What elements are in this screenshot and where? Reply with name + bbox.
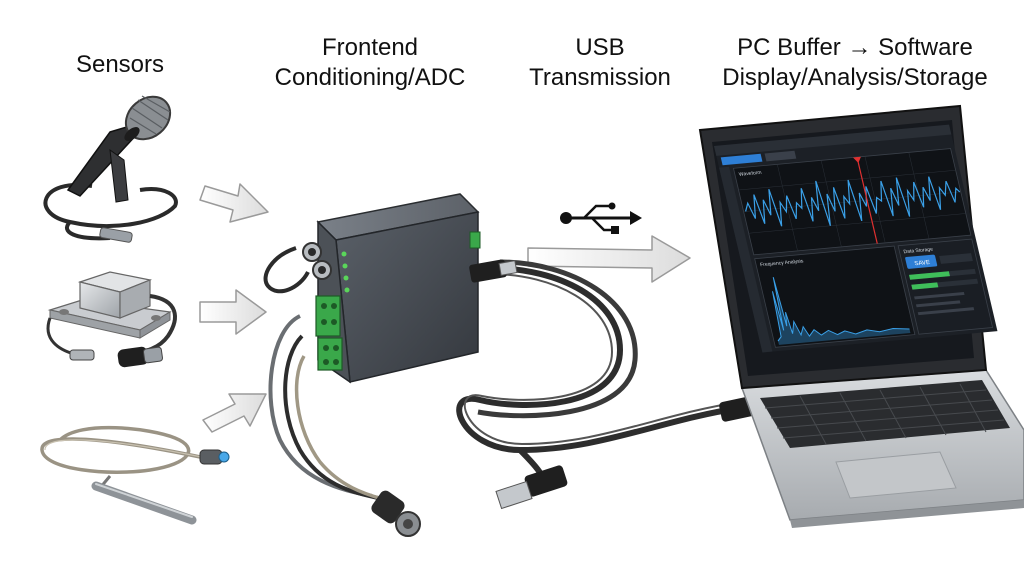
temperature-probe-icon bbox=[40, 425, 230, 525]
sensor-arrow-bottom bbox=[202, 393, 267, 433]
heading-pc-line1: PC Buffer → Software bbox=[737, 34, 973, 61]
waveform-label: Waveform bbox=[738, 170, 762, 178]
heading-usb-line1: USB bbox=[575, 34, 625, 61]
heading-pc-line2: Display/Analysis/Storage bbox=[722, 64, 988, 91]
daq-device-icon bbox=[302, 193, 481, 384]
spectrum-trace bbox=[771, 277, 910, 342]
data-storage-label: Data Storage bbox=[903, 247, 934, 256]
software-screen: Waveform Frequency Analysis Data Storage… bbox=[714, 124, 998, 353]
heading-frontend-line1: Frontend bbox=[321, 34, 419, 61]
heading-frontend: Frontend Conditioning/ADC bbox=[255, 33, 485, 93]
save-button[interactable]: SAVE bbox=[905, 254, 938, 269]
sensor-arrow-middle bbox=[199, 289, 267, 335]
heading-usb-line2: Transmission bbox=[529, 64, 671, 91]
waveform-trace bbox=[745, 176, 961, 227]
usb-symbol-icon bbox=[560, 202, 642, 234]
heading-frontend-line2: Conditioning/ADC bbox=[274, 64, 466, 91]
heading-sensors-text: Sensors bbox=[75, 51, 165, 78]
save-button-label: SAVE bbox=[914, 260, 931, 267]
frequency-analysis-label: Frequency Analysis bbox=[760, 258, 805, 268]
usb-cable bbox=[456, 259, 741, 491]
microphone-icon bbox=[43, 95, 178, 243]
time-marker bbox=[856, 157, 878, 244]
sensor-arrow-top bbox=[199, 183, 269, 223]
sensor-cables bbox=[263, 246, 421, 537]
heading-sensors: Sensors bbox=[40, 50, 200, 80]
heading-pc: PC Buffer → Software Display/Analysis/St… bbox=[700, 33, 1010, 93]
heading-usb: USB Transmission bbox=[520, 33, 680, 93]
accelerometer-icon bbox=[46, 271, 177, 368]
